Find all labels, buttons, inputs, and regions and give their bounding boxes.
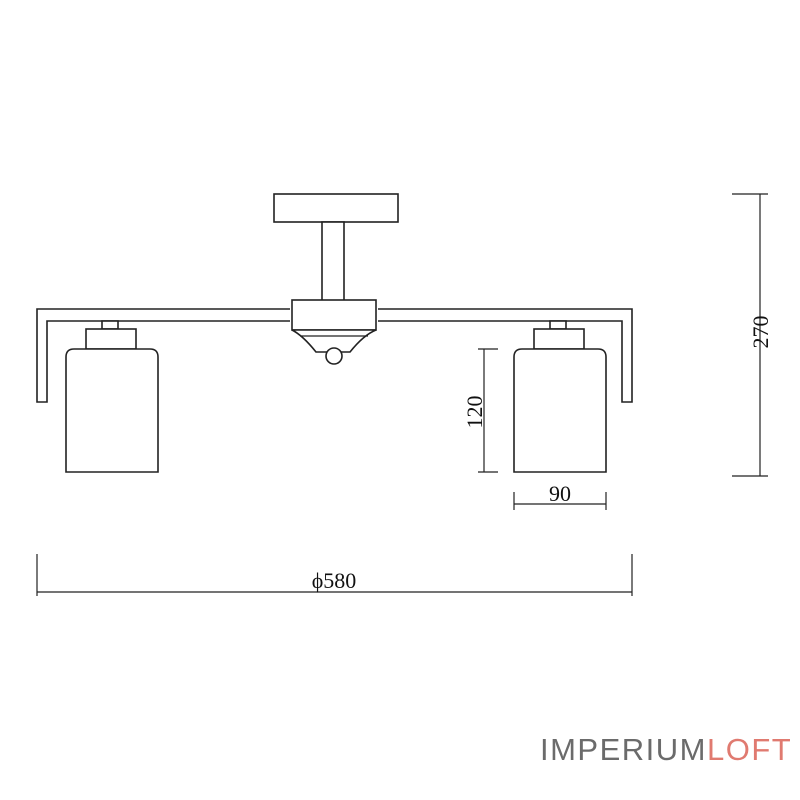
arm-frame xyxy=(36,308,633,403)
brand-logo: IMPERIUMLOFT xyxy=(540,732,792,768)
left-shade xyxy=(65,320,159,473)
stem xyxy=(321,221,345,303)
dimension-shade-width: 90 xyxy=(513,481,607,510)
brand-part-2: LOFT xyxy=(707,732,793,767)
dim-label-shade-width: 90 xyxy=(549,481,571,506)
brand-part-1: IMPERIUM xyxy=(540,732,707,767)
dim-label-shade-height: 120 xyxy=(462,396,487,429)
dim-label-total-width: ϕ580 xyxy=(312,568,357,593)
finial-ball xyxy=(325,347,343,365)
right-shade xyxy=(513,320,607,473)
central-hub xyxy=(291,299,377,331)
dimension-total-width: ϕ580 xyxy=(36,554,633,596)
dimension-height-total: 270 xyxy=(732,193,773,477)
dimension-shade-height: 120 xyxy=(462,348,498,473)
dim-label-total-height: 270 xyxy=(748,316,773,349)
ceiling-canopy xyxy=(273,193,399,223)
